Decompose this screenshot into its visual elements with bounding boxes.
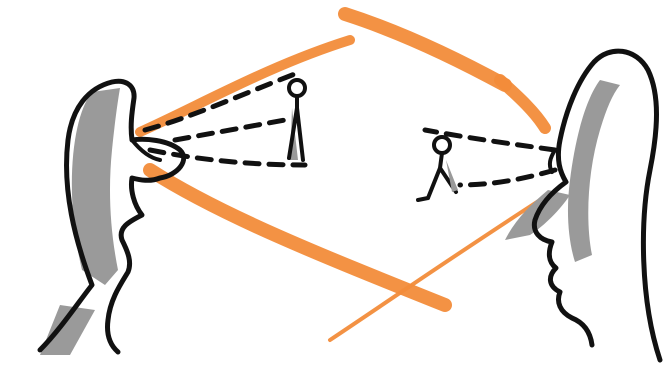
left-sight-line-mid — [175, 120, 285, 140]
frame-stroke-bottom-left — [150, 170, 445, 305]
right-head-shade — [568, 80, 620, 262]
frame-stroke-top — [345, 14, 505, 85]
right-sight-line-bottom — [460, 170, 555, 185]
frame-stroke-top-right — [500, 80, 545, 128]
left-figure-head — [289, 80, 305, 96]
left-head-shade — [72, 88, 120, 285]
left-sight-line-bottom — [150, 150, 305, 165]
frame-stroke-top-left — [140, 40, 350, 132]
right-sight-line-top — [425, 130, 555, 150]
right-figure — [418, 137, 458, 200]
left-neck-shade — [40, 305, 95, 355]
orange-frame — [140, 14, 545, 340]
left-figure — [289, 80, 305, 160]
right-figure-head — [434, 137, 450, 153]
right-figure-shadow — [446, 160, 458, 192]
